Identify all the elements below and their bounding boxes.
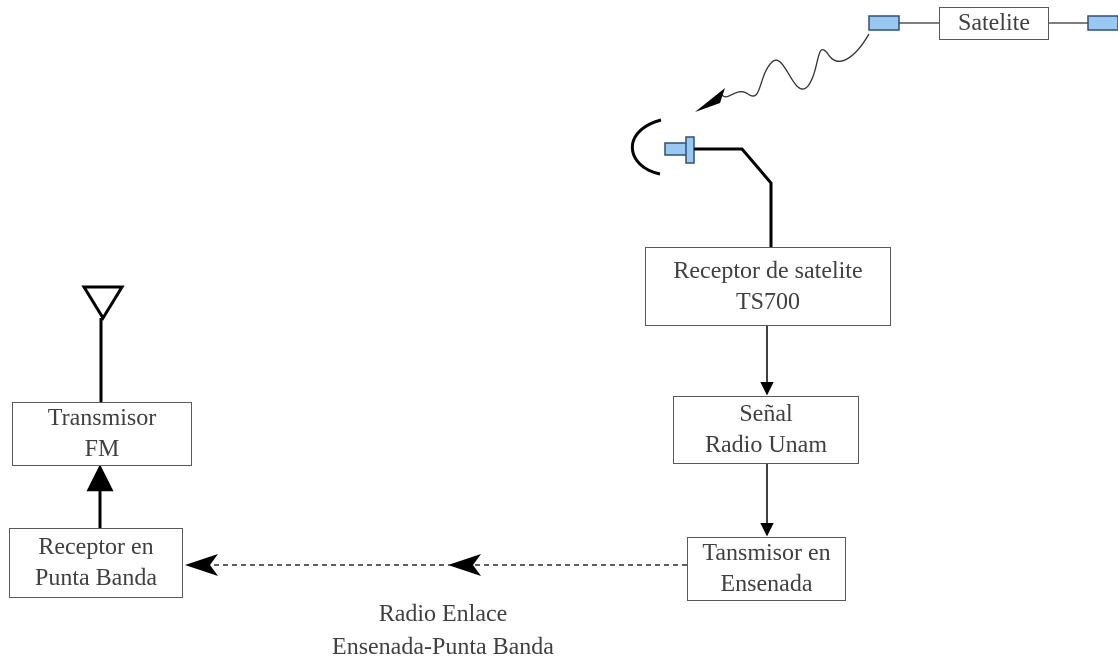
ensenada-transmitter-box: Tansmisor en Ensenada: [687, 537, 846, 601]
satellite-right-panel: [1087, 15, 1118, 31]
satellite-dish-icon: [630, 118, 695, 176]
satellite-signal-wave-icon: [695, 33, 870, 112]
radio-link-caption-line2: Ensenada-Punta Banda: [332, 634, 554, 660]
signal-box: Señal Radio Unam: [673, 396, 859, 464]
fm-antenna-icon: [81, 285, 125, 402]
satellite-label-box: Satelite: [939, 7, 1049, 40]
satellite-receiver-line2: TS700: [735, 288, 800, 315]
radio-link-caption-line1: Radio Enlace: [378, 601, 508, 627]
punta-banda-receiver-line2: Punta Banda: [35, 565, 157, 591]
satellite-left-panel: [868, 15, 900, 31]
satellite-icon: [868, 15, 1118, 31]
radio-link-caption: Radio Enlace Ensenada-Punta Banda: [283, 598, 603, 664]
dish-feed: [664, 142, 688, 156]
satellite-receiver-box: Receptor de satelite TS700: [645, 247, 891, 326]
ensenada-transmitter-line1: Tansmisor en: [702, 540, 831, 566]
dish-feed-mount: [685, 136, 695, 164]
punta-banda-receiver-line1: Receptor en: [38, 534, 154, 560]
fm-transmitter-line1: Transmisor: [47, 405, 157, 431]
fm-transmitter-box: Transmisor FM: [12, 402, 192, 466]
satellite-receiver-line1: Receptor de satelite: [673, 257, 863, 284]
radio-link-mid-arrowhead: [448, 554, 481, 576]
radio-link-end-arrowhead: [185, 554, 218, 576]
satellite-label: Satelite: [958, 10, 1030, 36]
dish-reflector: [630, 118, 662, 176]
signal-line2: Radio Unam: [705, 432, 827, 458]
antenna-triangle: [81, 285, 125, 321]
punta-banda-receiver-box: Receptor en Punta Banda: [9, 528, 183, 598]
signal-line1: Señal: [739, 401, 793, 427]
radio-link-arrow: [185, 554, 687, 576]
ensenada-transmitter-line2: Ensenada: [720, 571, 813, 597]
signal-arrowhead: [695, 88, 725, 112]
fm-transmitter-line2: FM: [84, 436, 120, 462]
dish-cable: [694, 147, 773, 247]
